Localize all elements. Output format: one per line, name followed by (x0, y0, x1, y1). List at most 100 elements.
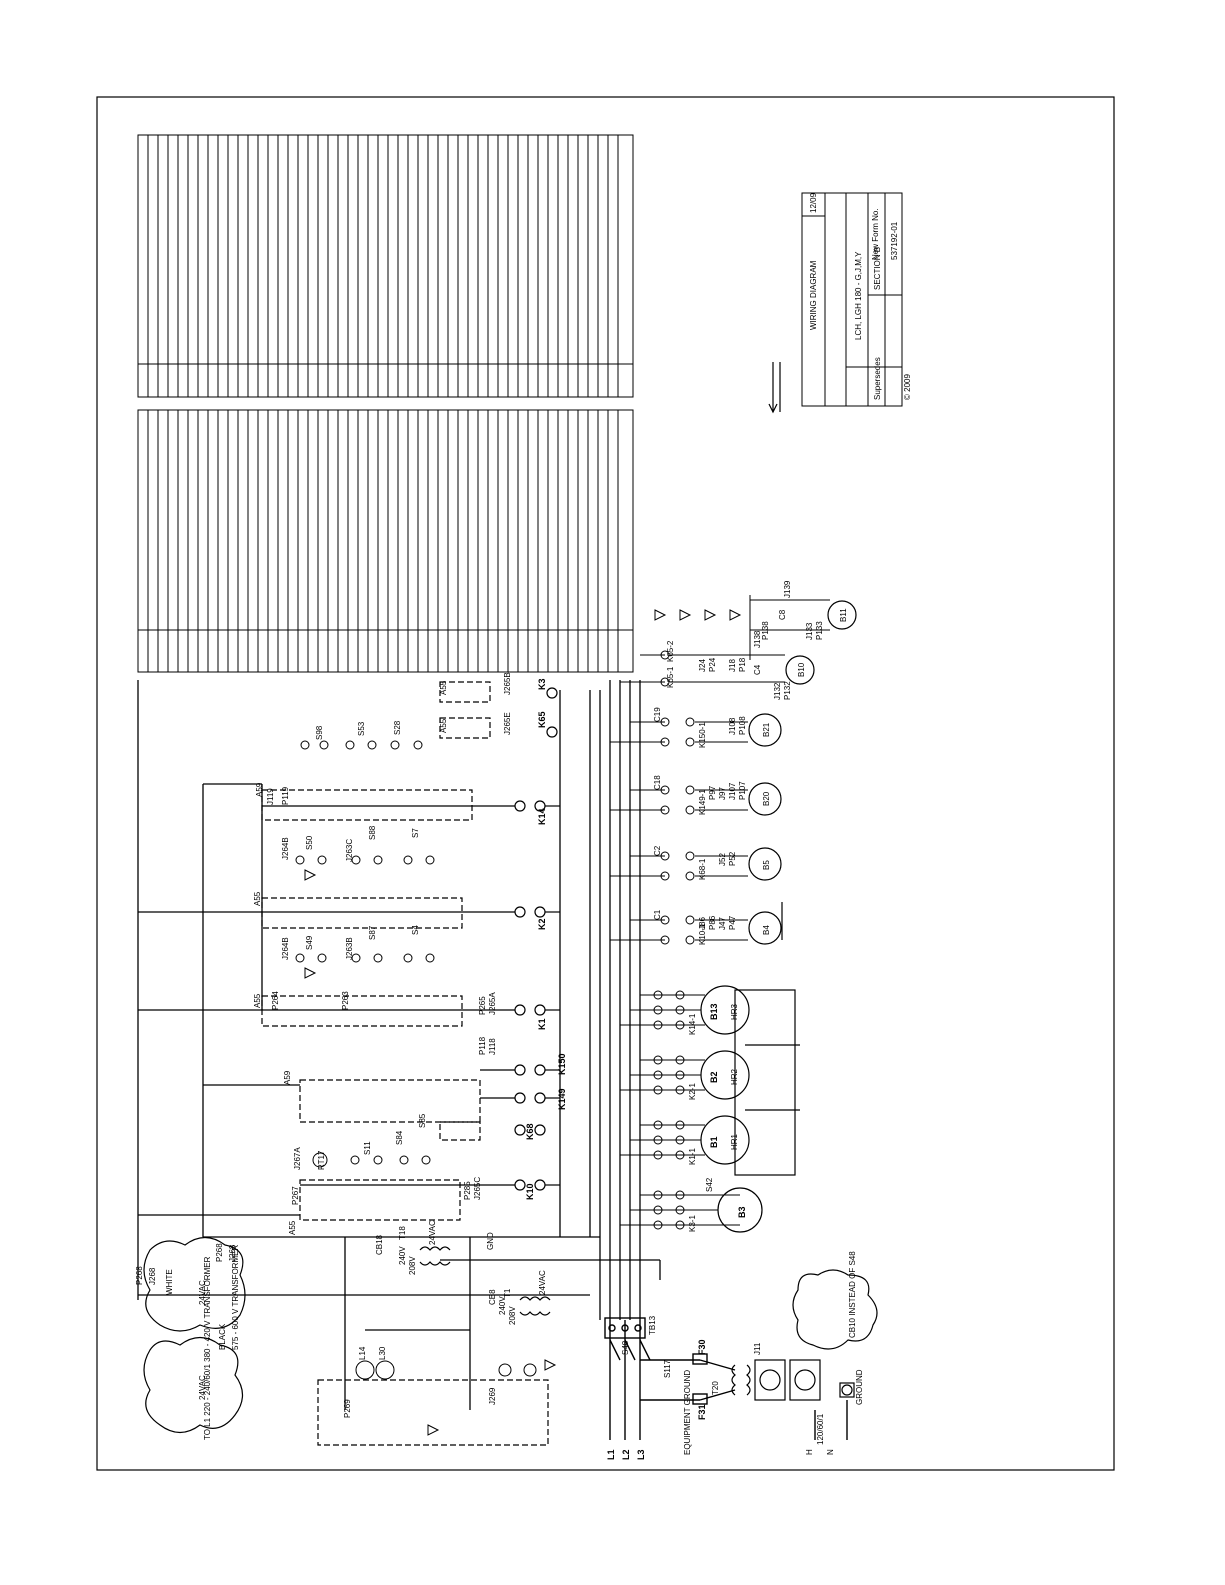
title-arrow (768, 362, 781, 414)
label-b5: B5 (762, 860, 771, 870)
label-p268: P268 (135, 1266, 144, 1285)
label-b4: B4 (762, 925, 771, 935)
label-j265e: J265E (503, 712, 512, 735)
diagram-labels: L1 L2 L3 EQUIPMENT GROUND GROUND H N 120… (135, 580, 864, 1460)
label-s11: S11 (363, 1141, 372, 1155)
label-p132: P132 (783, 681, 792, 700)
label-a55: A55 (288, 1220, 297, 1235)
tb-title: WIRING DIAGRAM (809, 260, 818, 330)
label-t1-white: WHITE (165, 1269, 174, 1295)
label-k10-1: K10-1 (698, 923, 707, 945)
tb-model: LCH, LGH 180 - G,J,M,Y (854, 251, 863, 340)
label-j18: J18 (728, 659, 737, 672)
label-hr3: HR3 (730, 1003, 739, 1020)
k10-coil-a (514, 1179, 526, 1191)
label-b11: B11 (839, 608, 848, 622)
label-l2: L2 (621, 1449, 631, 1460)
label-p108: P108 (738, 716, 747, 735)
label-s98: S98 (315, 725, 324, 740)
legend-lower-rules (147, 410, 619, 672)
label-j268b: J268 (228, 1244, 237, 1262)
tb-form-no: 537192-01 (890, 221, 899, 260)
label-t1-24b: 24VAC (198, 1375, 207, 1400)
k150-coil-a (514, 1064, 526, 1076)
label-rt17: RT17 (317, 1150, 326, 1170)
label-j52: J52 (718, 853, 727, 866)
k149-coil-a (514, 1092, 526, 1104)
label-j269: J269 (488, 1387, 497, 1405)
label-p97: P97 (708, 785, 717, 800)
label-j118: J118 (488, 1038, 497, 1055)
k3-coil-a (546, 687, 558, 699)
k14-coil-a (514, 800, 526, 812)
label-k14-1: K14-1 (688, 1013, 697, 1035)
label-k150: K150 (557, 1053, 567, 1075)
note-cloud-t1 (143, 1236, 878, 1434)
label-c2: C2 (653, 845, 662, 856)
label-b2: B2 (709, 1071, 719, 1083)
label-p138: P138 (761, 621, 770, 640)
label-b20: B20 (762, 791, 771, 806)
label-k1-1: K1-1 (688, 1148, 697, 1165)
label-p86: P86 (708, 915, 717, 930)
label-p52: P52 (728, 851, 737, 866)
label-gnd: GND (486, 1232, 495, 1250)
label-s117: S117 (663, 1359, 672, 1378)
label-l3: L3 (636, 1449, 646, 1460)
k1-coil-a (514, 1004, 526, 1016)
label-208v: 208V (408, 1256, 417, 1275)
label-p107: P107 (738, 781, 747, 800)
control-board-a55 (261, 681, 549, 1446)
label-j107: J107 (728, 782, 737, 800)
label-b21: B21 (762, 722, 771, 737)
label-24vac-b: 24VAC (538, 1270, 547, 1295)
label-k3-1: K3-1 (688, 1215, 697, 1232)
b11-motor (827, 600, 857, 630)
label-p265: P265 (478, 996, 487, 1015)
label-j97: J97 (718, 787, 727, 800)
label-t20: T20 (711, 1381, 720, 1395)
label-208v-b: 208V (508, 1306, 517, 1325)
label-a55d: A55 (439, 680, 448, 695)
label-j263c: J263C (345, 839, 354, 862)
label-j265c: J265C (473, 1177, 482, 1200)
label-j265a: J265A (488, 992, 497, 1015)
page-border (96, 96, 1115, 1471)
label-j108: J108 (728, 717, 737, 735)
switch-terminals (295, 740, 537, 1380)
label-k2: K2 (537, 918, 547, 930)
label-ground: GROUND (855, 1369, 864, 1405)
label-a55b: A55 (253, 993, 262, 1008)
label-a55e: A55 (439, 718, 448, 733)
label-s48: S48 (621, 1340, 630, 1355)
label-j133: J133 (805, 622, 814, 640)
b10-motor (785, 655, 815, 685)
label-hr1: HR1 (730, 1133, 739, 1150)
label-j138: J138 (753, 630, 762, 648)
label-j47: J47 (718, 917, 727, 930)
label-c18: C18 (653, 775, 662, 790)
label-p264: P264 (271, 991, 280, 1010)
label-p263: P263 (341, 991, 350, 1010)
label-120-h: H (805, 1449, 814, 1455)
label-a59b: A59 (255, 782, 264, 797)
label-s87: S87 (368, 925, 377, 940)
label-t1-note: TO L1 220 - 240/60/1 380 - 420 V TRANSFO… (203, 1256, 212, 1440)
label-k14: K14 (537, 808, 547, 825)
label-j24: J24 (698, 659, 707, 672)
label-a59: A59 (283, 1070, 292, 1085)
label-cb8: CB8 (488, 1289, 497, 1305)
label-j86: J86 (698, 917, 707, 930)
label-j119: J119 (266, 788, 275, 805)
label-j268: J268 (148, 1267, 157, 1285)
label-j263b: J263B (345, 937, 354, 960)
tb-section: SECTION B (873, 247, 882, 290)
label-l30: L30 (378, 1346, 387, 1360)
label-k65-1: K65-1 (666, 666, 675, 688)
label-p133: P133 (815, 621, 824, 640)
label-tb13: TB13 (648, 1315, 657, 1335)
transformers (419, 1246, 855, 1401)
label-s85: S85 (418, 1113, 427, 1128)
label-s53: S53 (357, 721, 366, 736)
